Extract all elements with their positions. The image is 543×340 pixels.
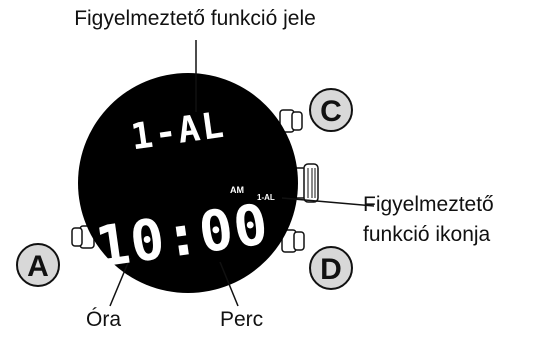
svg-text:A: A xyxy=(27,250,49,283)
leader-line-icon xyxy=(281,197,375,207)
button-a[interactable]: A xyxy=(16,243,60,287)
pusher-bottom-right xyxy=(281,229,305,253)
alarm-function-icon-label-line1: Figyelmeztető xyxy=(363,193,494,216)
minute-label: Perc xyxy=(220,308,264,331)
alarm-function-icon: 1-AL xyxy=(257,193,275,202)
alarm-function-icon-label: Figyelmeztető funkció ikonja xyxy=(363,190,494,251)
alarm-function-icon-label-line2: funkció ikonja xyxy=(363,223,491,247)
alarm-function-sign-label: Figyelmeztető funkció jele xyxy=(74,7,316,30)
leader-line-hour xyxy=(109,257,131,307)
svg-text:C: C xyxy=(320,95,342,128)
watch-dial xyxy=(78,73,298,293)
hour-label: Óra xyxy=(86,308,122,331)
leader-line-minute xyxy=(219,261,239,307)
button-c[interactable]: C xyxy=(309,88,353,132)
pusher-top-right xyxy=(279,109,303,133)
am-indicator: AM xyxy=(230,185,244,195)
svg-text:D: D xyxy=(320,253,342,286)
button-d[interactable]: D xyxy=(309,246,353,290)
